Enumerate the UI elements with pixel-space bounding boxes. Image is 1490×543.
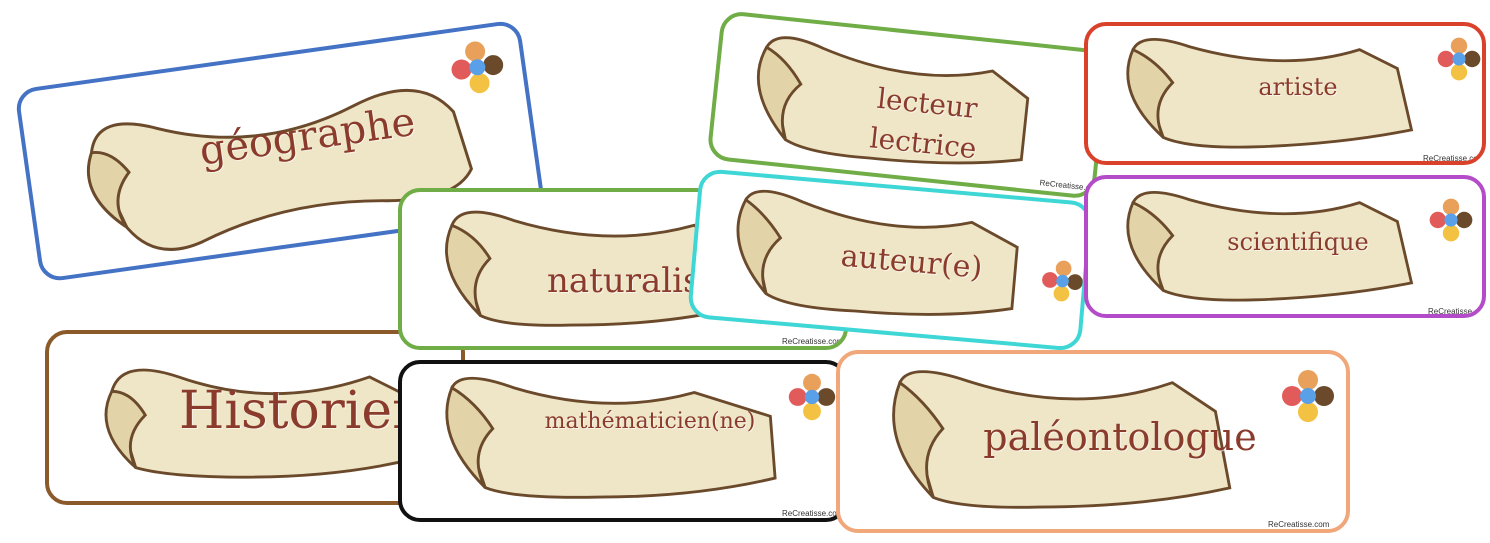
credit-text: ReCreatisse.com — [782, 509, 844, 518]
credit-text: ReCreatisse.com — [1268, 520, 1330, 529]
card-label: paléontologue — [983, 415, 1257, 459]
card-mathematicien: mathématicien(ne) ReCreatisse.com — [398, 360, 848, 522]
parchment-scroll-icon — [19, 24, 542, 279]
parchment-scroll-icon — [402, 364, 844, 518]
card-auteur: auteur(e) — [686, 168, 1094, 352]
card-paleontologue: paléontologue ReCreatisse.com — [836, 350, 1350, 533]
card-label: artiste — [1258, 73, 1338, 101]
children-circle-icon — [1039, 257, 1087, 305]
card-geographe: géographe — [14, 19, 547, 284]
card-artiste: artiste ReCreatisse.com — [1084, 22, 1486, 165]
children-circle-icon — [1280, 368, 1336, 424]
parchment-scroll-icon — [402, 192, 844, 346]
card-label: naturalis — [547, 261, 701, 301]
card-label: mathématicien(ne) — [544, 409, 756, 434]
children-circle-icon — [1428, 197, 1474, 243]
parchment-scroll-icon — [711, 14, 1106, 195]
card-historien: Historien(n — [45, 330, 465, 505]
credit-text: ReCreatisse.com — [1423, 154, 1485, 163]
card-lecteur: lecteur lectrice ReCreatisse.com — [706, 10, 1110, 200]
children-circle-icon — [1436, 36, 1482, 82]
parchment-scroll-icon — [691, 172, 1089, 347]
children-circle-icon — [787, 372, 837, 422]
card-scientifique: scientifique ReCreatisse.com — [1084, 175, 1486, 318]
credit-text: ReCreatisse.com — [782, 337, 844, 346]
parchment-scroll-icon — [840, 354, 1346, 529]
children-circle-icon — [446, 36, 509, 99]
credit-text: ReCreatisse.com — [1428, 307, 1486, 316]
parchment-scroll-icon — [1088, 179, 1482, 314]
parchment-scroll-icon — [1088, 26, 1482, 161]
card-label: scientifique — [1227, 228, 1369, 256]
